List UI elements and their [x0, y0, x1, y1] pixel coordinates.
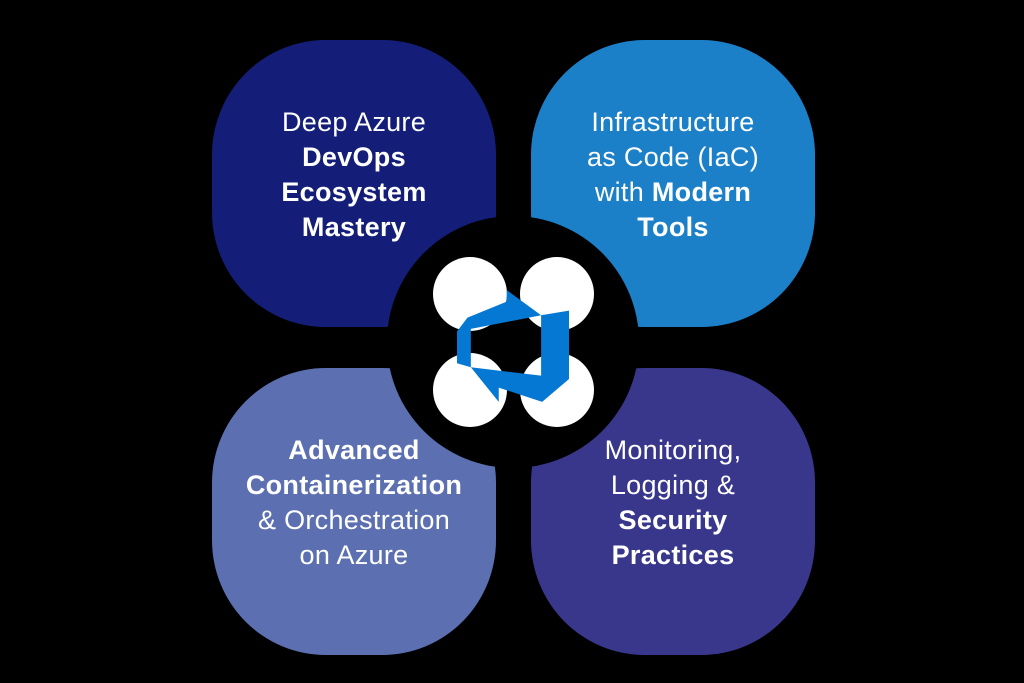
quadrant-line: Infrastructure — [591, 106, 755, 137]
quadrant-line: Logging & — [610, 469, 736, 500]
quadrant-line: Monitoring, — [604, 434, 742, 465]
quadrant-text: Deep Azure DevOps Ecosystem Mastery — [281, 105, 426, 245]
quadrant-line: DevOps — [302, 141, 406, 172]
quadrant-text: Infrastructure as Code (IaC) with Modern… — [587, 105, 759, 245]
quadrant-line: Deep Azure — [281, 106, 427, 137]
quadrant-line: on Azure — [299, 539, 409, 570]
quadrant-line: Practices — [611, 539, 735, 570]
quadrant-line: with Modern — [587, 175, 759, 210]
azure-devops-icon — [457, 290, 569, 402]
quadrant-line: Advanced — [288, 434, 420, 465]
quadrant-line-regular-part: with — [594, 176, 652, 207]
quadrant-text: Monitoring, Logging & Security Practices — [605, 433, 742, 573]
quadrant-line-bold-part: Modern — [651, 176, 752, 207]
quadrant-line: Mastery — [301, 211, 407, 242]
azure-devops-icon-path — [457, 290, 569, 402]
quadrant-line: Ecosystem — [281, 176, 427, 207]
quadrant-containerization-orchestration: Advanced Containerization & Orchestratio… — [212, 368, 496, 655]
quadrant-text: Advanced Containerization & Orchestratio… — [246, 433, 462, 573]
quadrant-line: Tools — [637, 211, 709, 242]
quadrant-infrastructure-as-code: Infrastructure as Code (IaC) with Modern… — [531, 40, 815, 327]
quadrant-line: Containerization — [245, 469, 463, 500]
quadrant-line: Security — [618, 504, 728, 535]
hub-ring — [387, 216, 639, 468]
quadrant-line: & Orchestration — [257, 504, 451, 535]
quadrant-line: as Code (IaC) — [587, 141, 759, 172]
quadrant-devops-ecosystem-mastery: Deep Azure DevOps Ecosystem Mastery — [212, 40, 496, 327]
